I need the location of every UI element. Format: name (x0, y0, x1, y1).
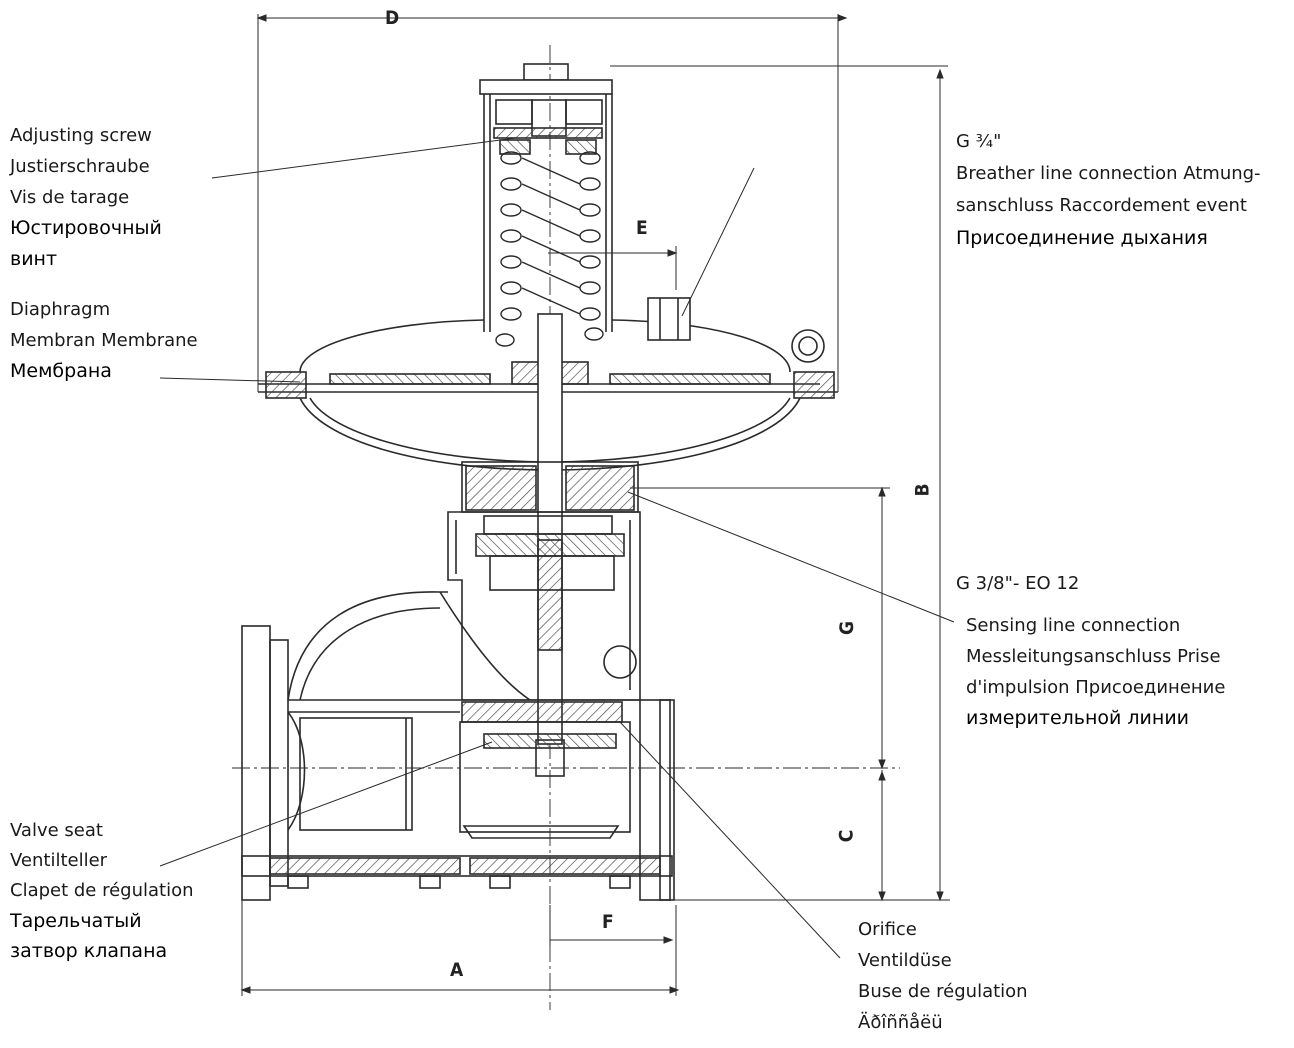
callout-line: Breather line connection Atmung- (956, 163, 1261, 184)
callout-line: G ¾" (956, 131, 1002, 152)
spring-coils (495, 151, 604, 347)
callout-line: Мембрана (10, 360, 112, 382)
callout-line: Diaphragm (10, 299, 111, 320)
callout-line: затвор клапана (10, 940, 168, 962)
dimension-label-f: F (602, 911, 614, 933)
callout-line: измерительной линии (966, 707, 1190, 729)
callout-line: Justierschraube (10, 156, 150, 177)
callout-line: Sensing line connection (966, 615, 1181, 636)
callout-line: sanschluss Raccordement event (956, 195, 1247, 216)
callout-line: Adjusting screw (10, 125, 152, 146)
callout-line: Clapet de régulation (10, 880, 194, 901)
dimension-label-d: D (385, 7, 400, 29)
dimension-label-g: G (836, 620, 859, 636)
callout-line: Vis de tarage (10, 187, 130, 208)
callout-line: Присоединение дыхания (956, 227, 1208, 249)
callout-line: Юстировочный (10, 217, 162, 239)
callout-line: Ventildüse (858, 950, 952, 971)
callout-line: Orifice (858, 919, 917, 940)
callout-valve-seat: Valve seat Ventilteller Clapet de régula… (10, 816, 194, 966)
dimension-label-a: A (450, 959, 464, 981)
callout-line: G 3/8"- EO 12 (956, 573, 1080, 594)
callout-adjusting-screw: Adjusting screw Justierschraube Vis de t… (10, 120, 162, 275)
valve-stem (535, 313, 565, 777)
leader-lines (159, 137, 955, 959)
dimension-label-c: C (835, 829, 858, 843)
callout-line: d'impulsion Присоединение (966, 677, 1226, 698)
callout-diaphragm: Diaphragm Membran Membrane Мембрана (10, 294, 198, 387)
callout-line: Buse de régulation (858, 981, 1028, 1002)
dimension-label-e: E (636, 217, 648, 239)
dimension-lines (240, 14, 950, 996)
callout-line: Messleitungsanschluss Prise (966, 646, 1221, 667)
spring-housing (479, 63, 613, 332)
callout-line: Äðîññåëü (858, 1012, 943, 1033)
callout-line: Ventilteller (10, 850, 108, 871)
callout-line: Тарельчатый (10, 910, 142, 932)
callout-line: винт (10, 248, 58, 270)
callout-sensing-connection: Sensing line connection Messleitungsansc… (966, 610, 1225, 734)
dimension-label-b: B (911, 483, 934, 497)
callout-line: Membran Membrane (10, 330, 198, 351)
callout-line: Valve seat (10, 820, 103, 841)
callout-breather-connection: G ¾" Breather line connection Atmung- sa… (956, 126, 1261, 254)
callout-sensing-connection-size: G 3/8"- EO 12 (956, 570, 1079, 598)
callout-orifice: Orifice Ventildüse Buse de régulation Äð… (858, 914, 1028, 1038)
valve-body (241, 591, 675, 901)
center-lines (232, 45, 900, 1010)
